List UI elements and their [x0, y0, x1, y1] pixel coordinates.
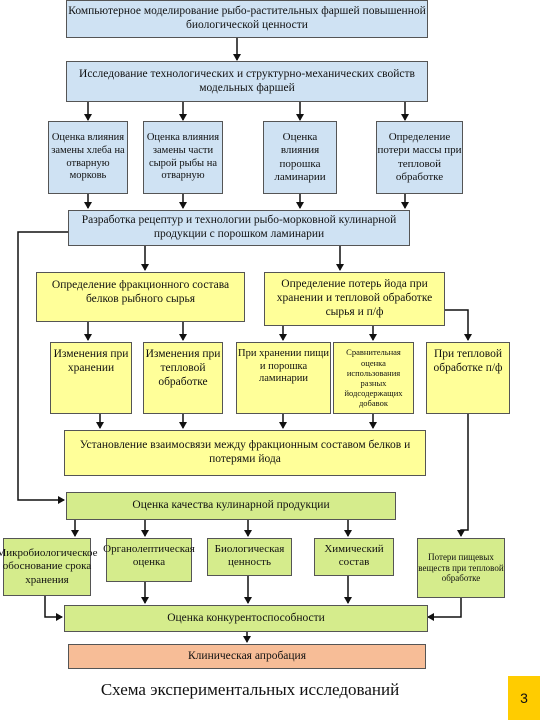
box-fish-replacement: Оценка влияния замены части сырой рыбы н…: [143, 121, 223, 194]
arrow: [457, 414, 469, 537]
box-label: Органолептическая оценка: [103, 543, 195, 569]
box-heat-treatment-semi: При тепловой обработке п/ф: [426, 342, 510, 414]
box-storage-laminaria: При хранении пищи и порошка ламинарии: [236, 342, 331, 414]
box-label: Компьютерное моделирование рыбо-растител…: [68, 5, 426, 31]
box-label: Оценка влияния замены части сырой рыбы н…: [146, 132, 220, 182]
box-mass-loss: Определение потери массы при тепловой об…: [376, 121, 463, 194]
box-label: Оценка влияния замены хлеба на отварную …: [51, 132, 125, 182]
arrow: [44, 596, 63, 621]
box-microbiology: Микробиологическое обоснование срока хра…: [0, 538, 98, 596]
box-label: Клиническая апробация: [188, 649, 306, 662]
box-iodine-additives: Сравнительная оценка использования разны…: [333, 342, 414, 414]
box-relationship: Установление взаимосвязи между фракционн…: [64, 430, 426, 476]
box-label: Разработка рецептур и технологии рыбо-мо…: [81, 214, 397, 240]
box-iodine-losses: Определение потерь йода при хранении и т…: [264, 272, 445, 326]
box-nutrient-losses: Потери пищевых веществ при тепловой обра…: [417, 538, 505, 598]
box-quality-assessment: Оценка качества кулинарной продукции: [66, 492, 396, 520]
box-label: Определение потери массы при тепловой об…: [377, 131, 462, 183]
box-laminaria-powder: Оценка влияния порошка ламинарии: [263, 121, 337, 194]
box-technological-research: Исследование технологических и структурн…: [66, 61, 428, 102]
box-label: Потери пищевых веществ при тепловой обра…: [418, 551, 504, 584]
box-label: Исследование технологических и структурн…: [79, 67, 415, 94]
box-label: Изменения при тепловой обработке: [145, 348, 221, 388]
box-storage-changes: Изменения при хранении: [50, 342, 132, 414]
box-competitiveness: Оценка конкурентоспособности: [64, 605, 428, 632]
arrow: [427, 598, 462, 621]
box-label: Химический состав: [324, 543, 384, 569]
box-label: Сравнительная оценка использования разны…: [344, 347, 403, 409]
page-number: 3: [508, 676, 540, 720]
arrow: [445, 309, 472, 341]
box-biological-value: Биологическая ценность: [207, 538, 292, 576]
box-carrot-replacement: Оценка влияния замены хлеба на отварную …: [48, 121, 128, 194]
box-label: Оценка качества кулинарной продукции: [132, 499, 330, 512]
box-protein-fractions: Определение фракционного состава белков …: [36, 272, 245, 322]
box-label: Определение фракционного состава белков …: [51, 279, 230, 305]
box-recipe-development: Разработка рецептур и технологии рыбо-мо…: [68, 210, 410, 246]
box-label: Микробиологическое обоснование срока хра…: [0, 547, 98, 586]
box-organoleptic: Органолептическая оценка: [103, 538, 195, 582]
box-label: Оценка конкурентоспособности: [167, 611, 325, 624]
box-clinical-trial: Клиническая апробация: [68, 644, 426, 669]
box-label: Изменения при хранении: [53, 348, 129, 374]
box-label: Биологическая ценность: [214, 543, 285, 569]
box-label: Определение потерь йода при хранении и т…: [276, 278, 433, 318]
box-label: При хранении пищи и порошка ламинарии: [238, 348, 329, 385]
box-label: Оценка влияния порошка ламинарии: [274, 131, 326, 183]
box-computer-modeling: Компьютерное моделирование рыбо-растител…: [66, 0, 428, 38]
box-label: При тепловой обработке п/ф: [433, 348, 503, 374]
diagram-caption: Схема экспериментальных исследований: [100, 680, 400, 699]
arrow: [17, 231, 68, 504]
box-chemical-composition: Химический состав: [314, 538, 394, 576]
box-heat-treatment-changes: Изменения при тепловой обработке: [143, 342, 223, 414]
box-label: Установление взаимосвязи между фракционн…: [79, 439, 411, 465]
